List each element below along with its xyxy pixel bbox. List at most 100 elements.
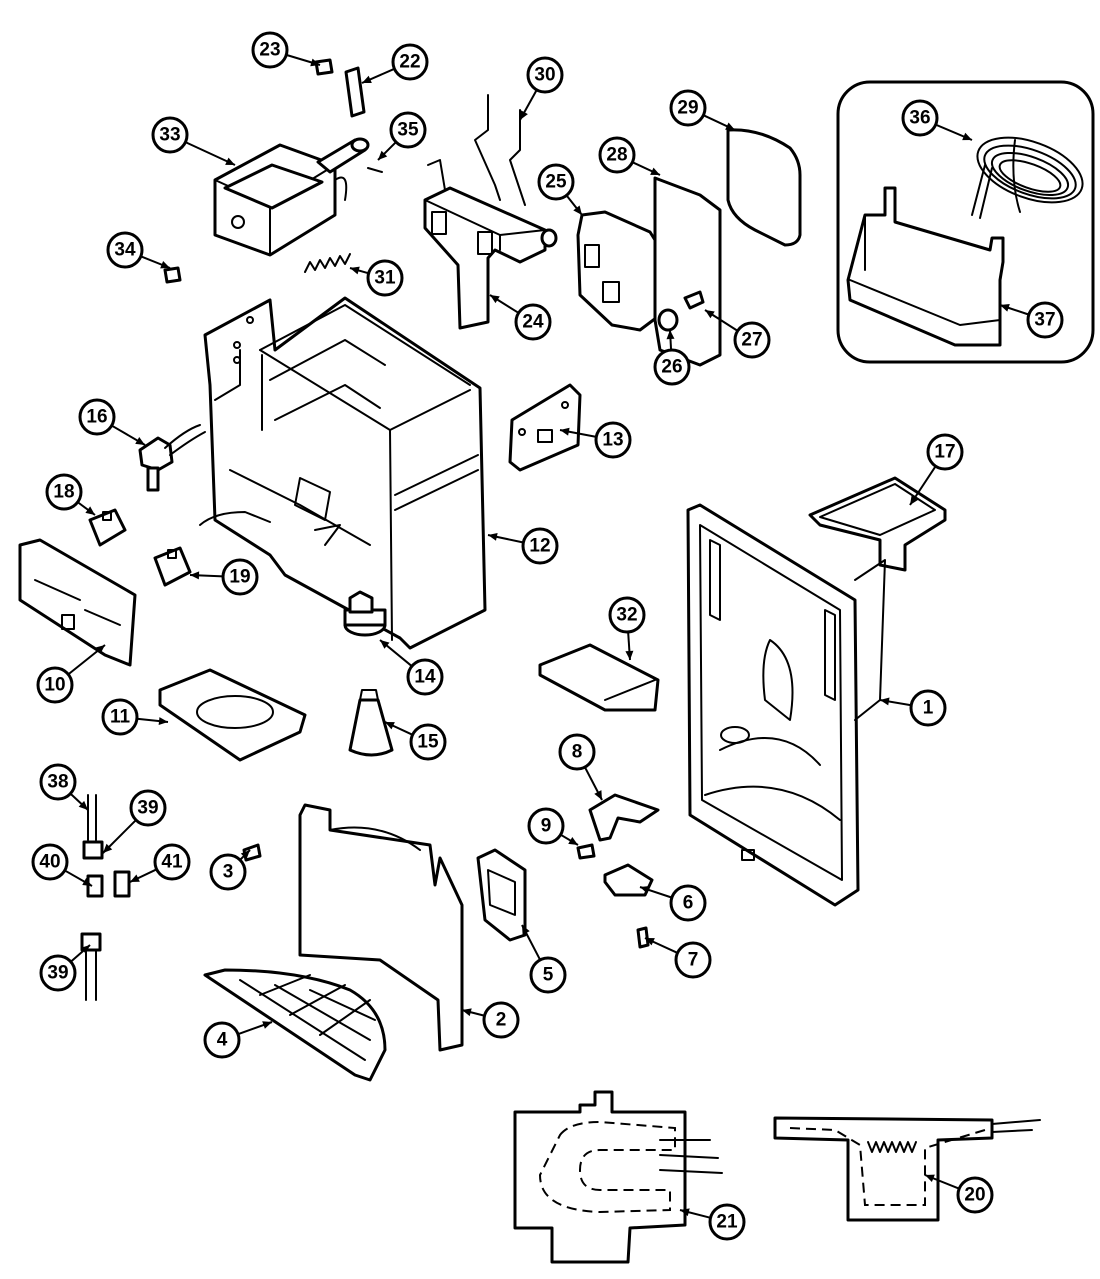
callout-number: 17 [934,442,955,463]
callout-c23: 23 [251,31,289,69]
callout-c28: 28 [598,136,636,174]
callout-c20: 20 [956,1176,994,1214]
part-17-ice-chute [808,476,947,572]
arrowhead-c9 [568,836,578,845]
part-20-heater [773,1116,1041,1222]
callout-c36: 36 [901,99,939,137]
callout-number: 39 [137,798,158,819]
part-24-lever [423,159,558,330]
callout-c41: 41 [153,843,191,881]
arrowhead-c26 [666,330,675,340]
arrowhead-c7 [645,938,655,946]
callout-number: 7 [688,950,699,971]
arrowhead-c6 [640,886,650,894]
part-31-spring [304,253,351,273]
arrowhead-c14 [380,640,390,649]
callout-number: 30 [534,65,555,86]
part-28-pad [653,176,722,367]
callout-c33: 33 [151,116,189,154]
callout-number: 22 [399,52,420,73]
callout-number: 41 [161,852,183,873]
part-27-screw [683,290,705,310]
callout-number: 12 [529,536,550,557]
part-1-dispenser-housing [686,503,886,907]
arrowhead-c31 [350,266,360,275]
part-11-drip-tray [158,668,307,762]
arrowhead-c21 [680,1208,690,1217]
arrowhead-c25 [573,205,582,215]
callout-number: 23 [259,40,280,61]
arrowhead-c23 [310,58,320,67]
part-2-shield [298,803,464,1052]
callout-number: 2 [496,1010,507,1031]
callout-number: 11 [110,707,131,728]
callout-c21: 21 [708,1203,746,1241]
callout-c16: 16 [78,398,116,436]
callout-c24: 24 [514,303,552,341]
arrowhead-c30 [520,110,528,120]
leader-c33 [185,141,236,166]
part-21-heater [513,1090,723,1264]
part-39-nut-top [82,840,104,860]
callout-c3: 3 [209,853,247,891]
callout-number: 4 [217,1030,228,1051]
arrowhead-c39a [103,843,113,853]
arrowhead-c16 [135,437,145,445]
part-23-screw [314,58,334,76]
callout-c11: 11 [101,698,139,736]
callout-c19: 19 [221,558,259,596]
callout-c30: 30 [526,56,564,94]
callout-number: 9 [541,816,552,837]
part-12-housing [199,296,487,650]
arrowhead-c17 [910,495,919,505]
arrowhead-c33 [225,157,235,165]
part-35-pin [367,167,383,173]
callout-number: 18 [53,482,74,503]
callout-c4: 4 [203,1021,241,1059]
callout-c13: 13 [594,421,632,459]
arrowhead-c27 [705,310,715,319]
part-40-fitting [86,874,104,898]
part-10-plate [18,538,137,667]
part-15-nozzle [348,689,394,757]
part-19-microswitch [153,546,192,587]
callout-c17: 17 [926,433,964,471]
callout-number: 13 [602,430,623,451]
leader-lines [64,53,1030,1219]
arrowhead-c5 [522,925,530,935]
callout-number: 26 [661,357,682,378]
callout-c1: 1 [909,689,947,727]
callout-number: 16 [86,407,107,428]
callout-c32: 32 [608,596,646,634]
callout-number: 28 [606,145,627,166]
callout-number: 21 [716,1212,738,1233]
callout-number: 35 [397,120,419,141]
part-32-plate [538,643,660,712]
part-29-gasket [726,128,802,247]
arrowhead-c8 [594,790,602,800]
arrowhead-c10 [95,645,105,654]
part-37-bracket [846,186,1005,347]
callout-number: 32 [616,605,637,626]
callout-number: 31 [374,268,396,289]
part-30-rod [474,94,526,206]
arrowhead-c41 [130,874,140,882]
arrowhead-c39b [80,945,90,954]
arrowhead-c34 [160,260,170,269]
arrowhead-c18 [85,506,95,515]
callout-c12: 12 [521,527,559,565]
arrowhead-c36 [962,132,972,141]
part-18-microswitch [88,508,127,547]
callout-number: 20 [964,1185,985,1206]
arrowhead-c11 [158,717,168,726]
callout-number: 36 [909,108,930,129]
arrowhead-c4 [262,1021,272,1029]
callout-c8: 8 [558,733,596,771]
callout-number: 24 [522,312,544,333]
callout-number: 3 [223,862,234,883]
part-22-plate [344,66,366,118]
callout-c34: 34 [106,231,144,269]
arrowhead-c13 [560,427,570,436]
callout-number: 1 [923,698,934,719]
callout-number: 10 [44,675,65,696]
